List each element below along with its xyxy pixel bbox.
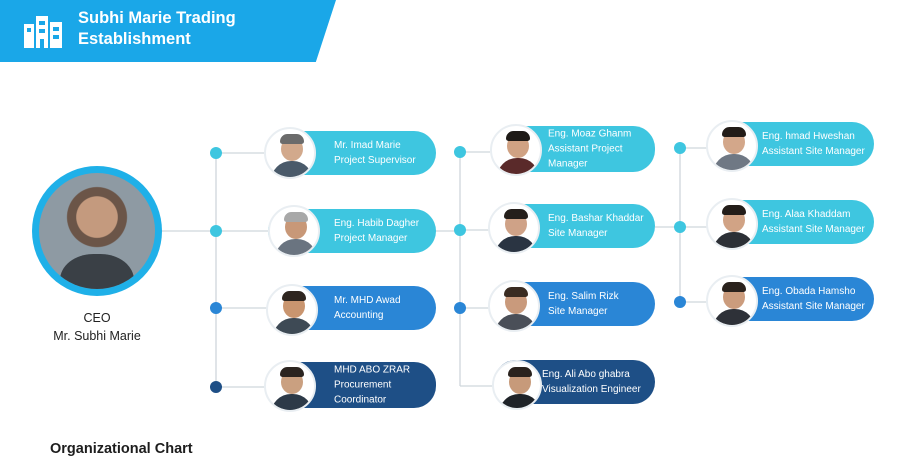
header-banner: Subhi Marie Trading Establishment (0, 0, 336, 62)
connector-dot (674, 221, 686, 233)
node-title-2: Manager (548, 158, 588, 170)
company-name-line1: Subhi Marie Trading (78, 9, 236, 27)
avatar (488, 202, 540, 254)
node-title: Site Manager (548, 306, 608, 317)
chart-title: Organizational Chart (50, 441, 193, 457)
connector-dot (454, 302, 466, 314)
ceo-role: CEO (83, 311, 111, 325)
node-name: MHD ABO ZRAR (334, 364, 411, 376)
connector-dot (454, 146, 466, 158)
avatar (492, 360, 542, 410)
avatar (706, 275, 758, 327)
ceo-name: Mr. Subhi Marie (53, 329, 141, 343)
node-name: Eng. hmad Hweshan (762, 131, 855, 142)
node-title: Project Supervisor (334, 155, 416, 166)
node-title: Assistant Site Manager (762, 146, 865, 157)
avatar (706, 198, 758, 250)
node-title: Project Manager (334, 233, 408, 244)
node-title: Assistant Site Manager (762, 301, 865, 312)
ceo-label: CEO Mr. Subhi Marie (20, 309, 174, 345)
avatar (264, 127, 316, 179)
connector-dot (454, 224, 466, 236)
node-name: Eng. Moaz Ghanm (548, 128, 632, 140)
node-name: Eng. Alaa Khaddam (762, 209, 851, 220)
avatar (706, 120, 758, 172)
node-title: Site Manager (548, 228, 608, 239)
node-title: Visualization Engineer (542, 384, 641, 395)
connector-dot (210, 381, 222, 393)
building-icon (24, 16, 62, 48)
avatar (488, 280, 540, 332)
connector-dot (210, 147, 222, 159)
node-name: Eng. Obada Hamsho (762, 286, 856, 297)
node-name: Eng. Habib Dagher (334, 218, 420, 229)
node-title-2: Coordinator (334, 394, 387, 406)
node-name: Eng. Bashar Khaddar (548, 213, 644, 224)
node-title: Procurement (334, 379, 392, 391)
avatar (264, 360, 316, 412)
company-name-line2: Establishment (78, 30, 191, 48)
avatar (490, 124, 542, 176)
ceo-photo (32, 166, 162, 296)
node-title: Assistant Site Manager (762, 224, 865, 235)
node-name: Eng. Ali Abo ghabra (542, 369, 630, 380)
connector-dot (674, 142, 686, 154)
avatar (268, 205, 320, 257)
company-name: Subhi Marie Trading Establishment (78, 8, 318, 50)
connector-dot (674, 296, 686, 308)
node-title: Assistant Project (548, 143, 623, 155)
node-name: Mr. Imad Marie (334, 140, 401, 151)
node-title: Accounting (334, 310, 384, 321)
connector-dot (210, 225, 222, 237)
node-name: Eng. Salim Rizk (548, 291, 619, 302)
connector-dot (210, 302, 222, 314)
avatar (266, 284, 318, 336)
node-name: Mr. MHD Awad (334, 295, 401, 306)
